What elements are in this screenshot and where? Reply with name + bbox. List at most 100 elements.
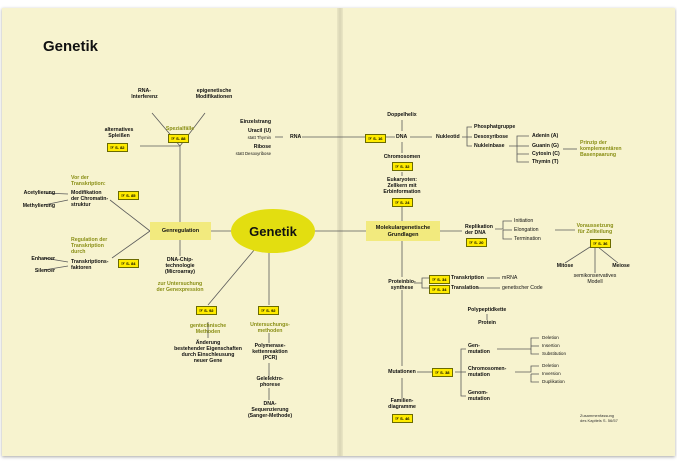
genregulation-box: [150, 222, 211, 240]
ref-replikation: ☞ S. 20: [466, 238, 487, 247]
genetischer-code: genetischer Code: [502, 285, 543, 291]
ref-chromatin: ☞ S. 85: [118, 191, 139, 200]
silencer: Silencer: [34, 268, 55, 274]
book-icon: ☞: [171, 136, 176, 141]
ref-faktoren: ☞ S. 84: [118, 259, 139, 268]
semikonservatives-modell: semikonservatives Modell: [573, 273, 617, 285]
gen-substitution: Substitution: [542, 351, 567, 356]
line-acetyl: [43, 192, 69, 195]
mutationen: Mutationen: [388, 369, 416, 375]
chromosomenmutation: Chromosomen- mutation: [468, 366, 507, 378]
chrom-deletion: Deletion: [542, 363, 559, 368]
book-gutter: [337, 8, 343, 456]
dna-node: DNA: [396, 134, 408, 140]
gen-insertion: Insertion: [542, 343, 560, 348]
ref-chromosomen: ☞ S. 32: [392, 162, 413, 171]
phosphatgruppe: Phosphatgruppe: [474, 124, 516, 130]
line-gen-del: [497, 337, 539, 350]
page-title: Genetik: [43, 38, 99, 55]
chromosomen: Chromosomen: [383, 154, 421, 160]
line-enhancer: [43, 257, 69, 263]
desoxyribose: Desoxyribose: [474, 134, 509, 140]
line-rep-init: [495, 220, 512, 230]
line-gr-faktoren: [111, 230, 151, 259]
base-thymin: Thymin (T): [532, 159, 559, 165]
line-base-a: [509, 135, 529, 147]
phase-elongation: Elongation: [514, 227, 539, 233]
enhancer: Enhancer: [31, 256, 55, 262]
line-base-t: [516, 154, 529, 163]
line-mut-gen: [455, 348, 466, 373]
line-vor-meiose: [597, 246, 619, 264]
base-adenin: Adenin (A): [532, 133, 559, 139]
gen-deletion: Deletion: [542, 335, 559, 340]
gentechnische-methoden: gentechnische Methoden: [189, 323, 227, 335]
ref-transkription: ☞ S. 34: [429, 275, 450, 284]
meiose: Meiose: [612, 263, 630, 269]
genregulation-label: Genregulation: [161, 228, 200, 234]
dna-sequenzierung: DNA- Sequenzierung (Sanger-Methode): [247, 401, 293, 419]
ref-rna: ☞ S. 16: [365, 134, 386, 143]
line-chr-del: [515, 365, 539, 373]
molekular-box: [366, 221, 440, 241]
familiendiagramme: Familien- diagramme: [388, 398, 416, 410]
rna-ribose: Ribose: [253, 144, 271, 150]
line-pb-transl: [421, 283, 429, 289]
phase-initiation: Initiation: [514, 218, 534, 224]
chrom-duplikation: Duplikation: [542, 379, 565, 384]
line-base-c: [516, 146, 529, 155]
genmutation: Gen- mutation: [468, 343, 490, 355]
line-hub-gentech: [207, 248, 256, 306]
rna-node: RNA: [290, 134, 302, 140]
phase-termination: Termination: [514, 236, 541, 242]
methylierung: Methylierung: [22, 203, 55, 209]
polypeptidkette: Polypeptidkette: [467, 307, 507, 313]
line-nuk-phosphat: [462, 126, 472, 138]
chip-zweck: zur Untersuchung der Genexpression: [156, 281, 204, 293]
dna-chip: DNA-Chip- technologie (Microarray): [165, 257, 195, 275]
mrna: mRNA: [502, 275, 518, 281]
line-silencer: [43, 265, 69, 271]
line-pb-trans: [414, 277, 429, 284]
nukleinbase: Nukleinbase: [474, 143, 505, 149]
nukleotid: Nukleotid: [436, 134, 460, 140]
gentech-beschreibung: Änderung bestehender Eigenschaften durch…: [174, 340, 242, 364]
translation: Translation: [451, 285, 479, 291]
transkription: Transkription: [451, 275, 484, 281]
line-vor-mitose: [564, 246, 591, 264]
base-guanin: Guanin (G): [532, 143, 559, 149]
untersuchungsmethoden: Untersuchungs- methoden: [250, 322, 290, 334]
pcr: Polymerase- kettenreaktion (PCR): [252, 343, 288, 361]
regulation-transkription: Regulation der Transkription durch: [71, 237, 108, 255]
transkriptionsfaktoren: Transkriptions- faktoren: [71, 259, 109, 271]
ref-spleissen: ☞ S. 82: [107, 143, 128, 152]
ref-familien: ☞ S. 46: [392, 414, 413, 423]
ref-gentech: ☞ S. 92: [196, 306, 217, 315]
line-mut-genom: [460, 372, 466, 397]
hub-label: Genetik: [249, 223, 297, 239]
spezialfaelle-label: Spezialfälle: [165, 126, 195, 132]
eukaryoten: Eukaryoten: Zellkern mit Erbinformation: [383, 177, 421, 195]
ref-eukaryoten: ☞ S. 24: [392, 198, 413, 207]
line-chr-dup: [530, 374, 539, 383]
rna-statt-thymin: statt Thymin: [247, 135, 271, 140]
gelelektrophorese: Gelelektro- phorese: [256, 376, 284, 388]
line-methyl: [43, 199, 69, 206]
line-nuk-base: [466, 137, 472, 147]
rna-statt-desoxyribose: statt Desoxyribose: [235, 151, 271, 156]
rna-uracil: Uracil (U): [247, 128, 271, 134]
mitose: Mitose: [556, 263, 574, 269]
alternatives-spleissen: alternatives Spleißen: [104, 127, 134, 139]
chrom-inversion: Inversion: [542, 371, 561, 376]
ref-mutationen: ☞ S. 38: [432, 368, 453, 377]
line-gr-chromatin: [109, 199, 151, 232]
rna-interferenz: RNA- Interferenz: [131, 88, 158, 100]
rna-einzelstrang: Einzelstrang: [240, 119, 271, 125]
replikation: Replikation der DNA: [465, 224, 493, 236]
line-gen-sub: [530, 349, 539, 355]
genommutation: Genom- mutation: [468, 390, 490, 402]
acetylierung: Acetylierung: [23, 190, 55, 196]
chromatin-modifikation: Modifikation der Chromatin- struktur: [71, 190, 109, 208]
base-cytosin: Cytosin (C): [532, 151, 560, 157]
